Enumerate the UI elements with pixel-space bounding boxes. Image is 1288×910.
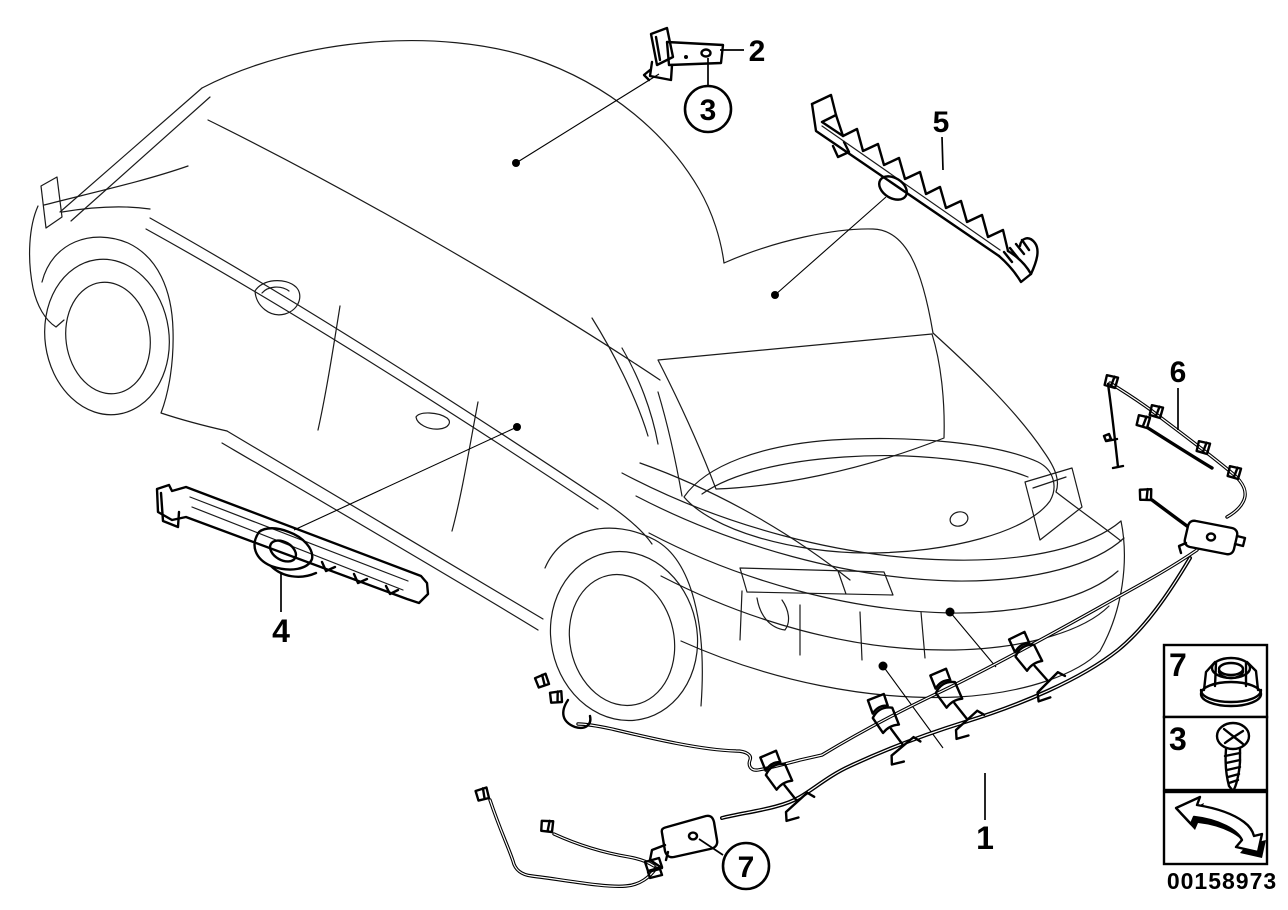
car-front-wheel-arch (41, 236, 174, 331)
mount-point-dot (512, 159, 520, 167)
car-bumper-band-4 (660, 575, 1110, 651)
car-headlight (40, 176, 63, 229)
car-rear-tire-outer (549, 550, 699, 722)
car-door-rear-edge (451, 401, 479, 532)
car-front-rim (65, 281, 151, 395)
callout-5[interactable]: 5 (933, 106, 950, 139)
car-door-handle (415, 412, 450, 430)
car-quarter-window-line (591, 317, 649, 437)
car-rocker-trim (221, 430, 544, 631)
callout-line-7 (698, 838, 724, 856)
car-a-pillar (59, 87, 211, 222)
car-quarter-crease (639, 462, 851, 581)
pdc-sensor-socket (1000, 623, 1072, 706)
legend-box-nut[interactable]: 7 (1162, 643, 1269, 719)
mount-point-dot (771, 291, 779, 299)
legend-box-arrow[interactable] (1162, 790, 1269, 866)
car-door-front-edge (317, 305, 341, 431)
car-c-pillar-folds (621, 347, 683, 497)
svg-text:3: 3 (1169, 721, 1187, 757)
leader-part4-door (293, 426, 518, 531)
part-5-antenna-bracket[interactable] (810, 93, 1039, 284)
callout-7-circled[interactable]: 7 (721, 841, 771, 891)
car-rear-window (657, 333, 945, 490)
part-2-holder-bracket[interactable] (642, 26, 725, 82)
legend: 7 3 (1162, 643, 1277, 894)
car-trunk-inner-line (701, 455, 1029, 495)
car-side-mirror (254, 280, 301, 316)
car-hood-line (43, 165, 189, 206)
car-bumper-band-3 (648, 532, 1119, 614)
part-1-bumper-wiring-harness[interactable] (471, 548, 1199, 889)
part-4-sill-antenna-strip[interactable] (155, 483, 430, 605)
leader-part2-roof (515, 73, 660, 164)
callout-1[interactable]: 1 (976, 820, 994, 856)
car-tail-light-left (739, 567, 894, 596)
car-right-quarter (932, 332, 1122, 542)
harness-clip (544, 685, 568, 709)
car-bumper-band-2 (635, 495, 1125, 582)
callout-line-5 (941, 136, 944, 171)
harness-clip (531, 670, 553, 691)
car-diffuser-slots (739, 590, 926, 661)
car-roof-line (201, 40, 725, 264)
car-rear-wheel-arch (544, 527, 703, 707)
car-bumper-bottom (680, 640, 1101, 699)
callout-labels: 2 3 5 6 4 1 7 (272, 35, 1187, 891)
car-trunk-lid (683, 437, 1055, 554)
legend-box-screw[interactable]: 3 (1162, 715, 1269, 793)
mount-point-dot (945, 607, 955, 617)
direction-arrow-icon (1174, 795, 1266, 858)
svg-text:7: 7 (738, 851, 755, 884)
leader-bumper-upper (949, 611, 997, 668)
car-tail-light-right (1024, 467, 1083, 541)
flange-nut-icon (1199, 656, 1263, 708)
mount-point-dot (878, 661, 888, 671)
callout-6[interactable]: 6 (1170, 356, 1187, 389)
car-roundel (949, 511, 969, 527)
car-drip-rail (207, 119, 661, 381)
car-window-sill (145, 217, 653, 545)
svg-text:7: 7 (1169, 647, 1187, 683)
car-front-fender-rear (160, 329, 228, 432)
callout-4[interactable]: 4 (272, 613, 290, 649)
mount-point-dot (513, 423, 521, 431)
car-rear-tire (568, 573, 676, 707)
car-bumper-vent (756, 597, 790, 631)
car-bumper-band-1 (621, 472, 1122, 561)
callout-3-circled[interactable]: 3 (683, 84, 733, 134)
part-6-module (1183, 519, 1239, 556)
harness-clip (1222, 460, 1247, 485)
car-bumper-right-edge (1099, 520, 1125, 652)
car-front-bumper-line (28, 205, 65, 328)
car-body-art (28, 40, 1125, 722)
leader-part5-deck (774, 196, 887, 296)
svg-text:3: 3 (700, 94, 717, 127)
car-front-tire (44, 258, 170, 416)
car-cowl-line (61, 206, 151, 213)
drawing-number: 00158973 (1167, 868, 1277, 894)
car-top-rear-bow (723, 228, 934, 334)
part-6-harness-right[interactable] (1099, 369, 1247, 556)
callout-2[interactable]: 2 (749, 35, 766, 68)
